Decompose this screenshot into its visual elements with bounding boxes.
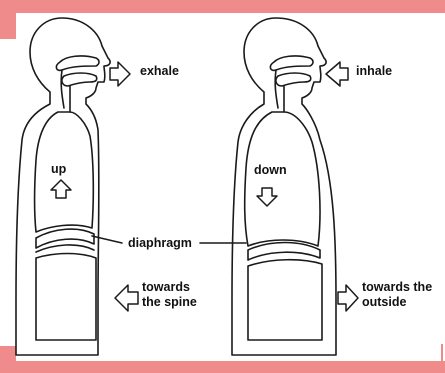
label-towards-spine: towards the spine (142, 280, 232, 310)
abdomen-exhale (36, 254, 96, 341)
label-towards-spine-line2: the spine (142, 295, 232, 310)
label-exhale: exhale (140, 64, 179, 79)
arrow-up-icon (51, 180, 71, 198)
nasal-cavity-exhale (56, 56, 99, 70)
mouth-cavity-inhale (276, 73, 311, 86)
arrow-left-icon (326, 62, 348, 86)
diaphragm-inhale (248, 243, 320, 261)
lungs-inhale (245, 112, 320, 246)
arrow-down-icon (257, 188, 277, 206)
nasal-cavity-inhale (270, 56, 313, 70)
arrow-left-icon (115, 285, 138, 311)
label-down: down (254, 163, 287, 178)
label-towards-spine-line1: towards (142, 280, 232, 295)
airway-exhale (61, 70, 70, 112)
label-towards-outside-line2: outside (362, 295, 445, 310)
label-towards-outside: towards the outside (362, 280, 445, 310)
label-up: up (51, 162, 66, 177)
figure-inhale (232, 18, 336, 355)
label-inhale: inhale (356, 64, 392, 79)
airway-inhale (275, 70, 284, 112)
diaphragm-pointer-left (92, 236, 122, 243)
diaphragm-lower-exhale (36, 245, 94, 252)
arrow-right-icon (110, 62, 130, 86)
mouth-cavity-exhale (62, 73, 97, 86)
label-towards-outside-line1: towards the (362, 280, 445, 295)
figure-exhale (16, 18, 110, 355)
label-diaphragm: diaphragm (128, 236, 192, 251)
abdomen-inhale (248, 260, 322, 340)
arrow-right-icon (338, 285, 358, 311)
